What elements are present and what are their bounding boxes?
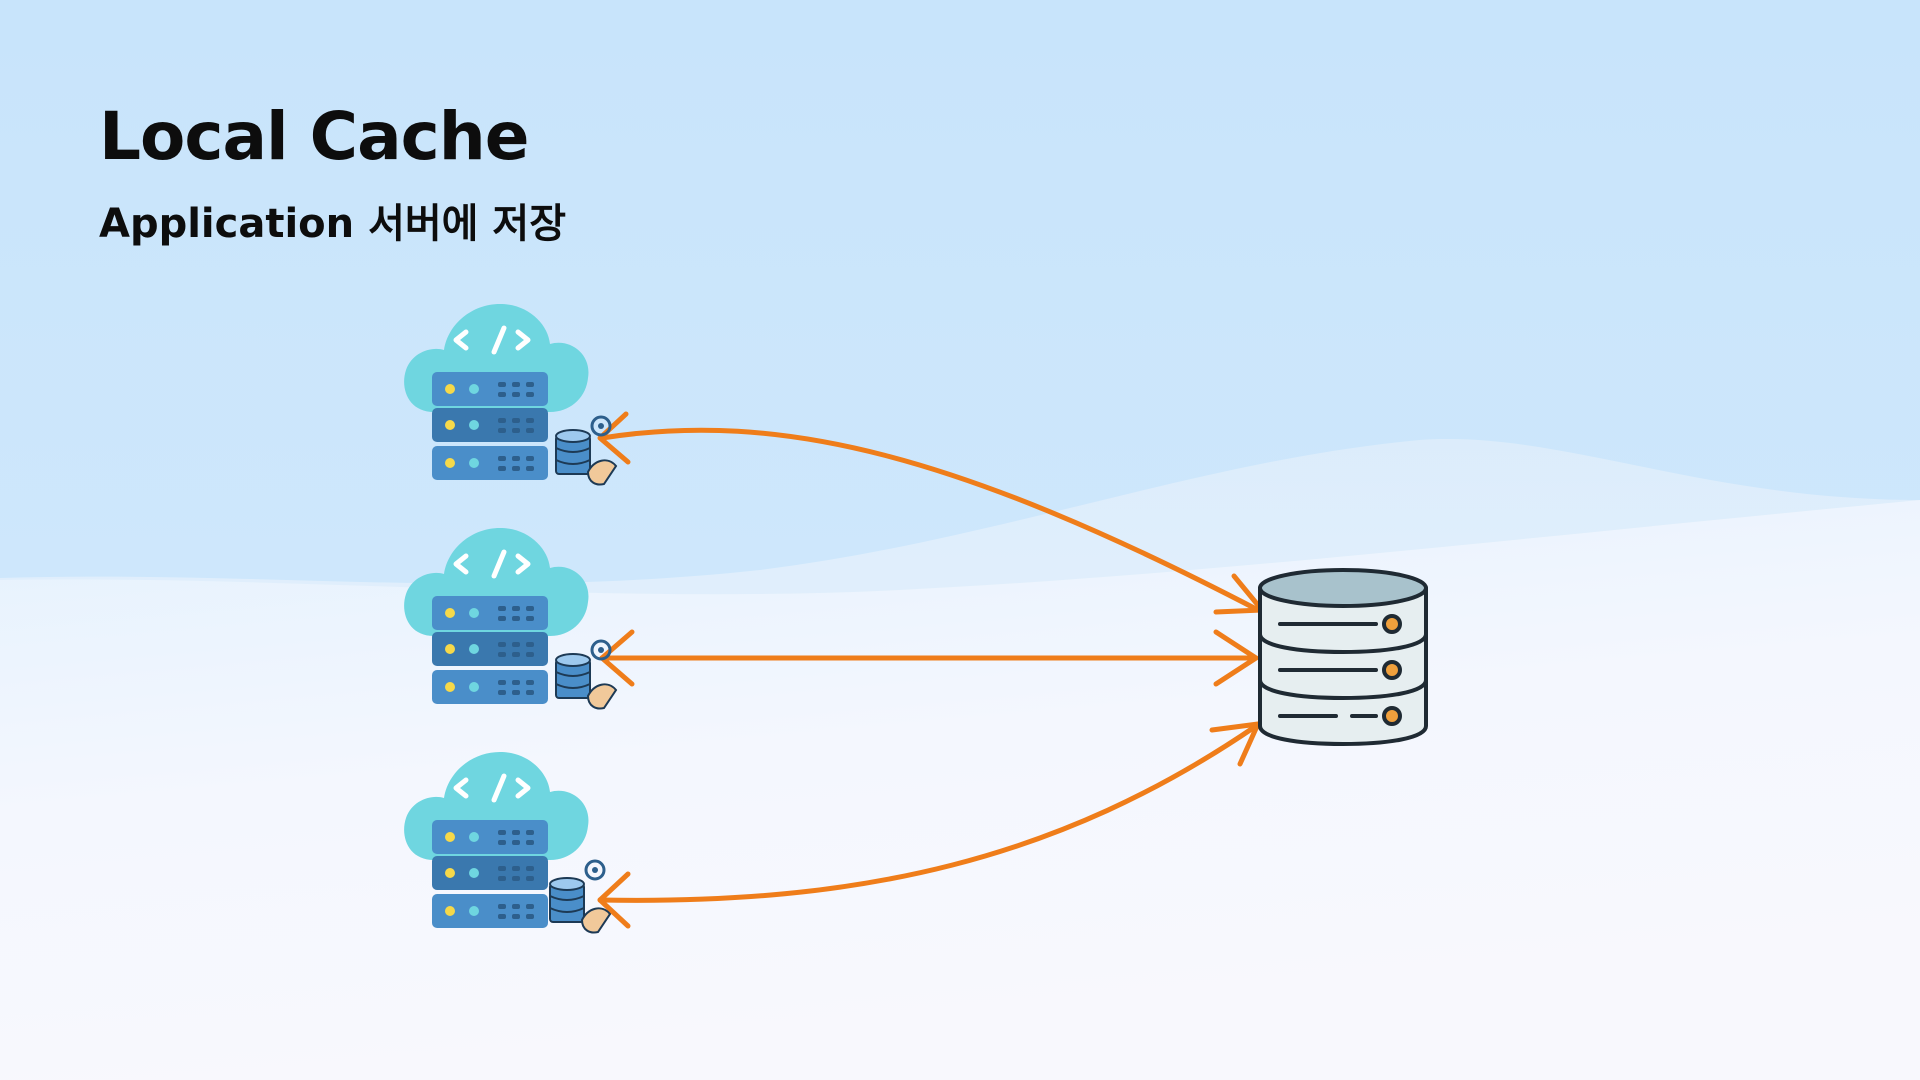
- app-server-3: [404, 752, 612, 934]
- app-server-1: [404, 304, 618, 486]
- cloud-server-icon: [404, 304, 589, 480]
- local-cache-icon: [555, 639, 618, 710]
- slide-title: Local Cache: [99, 98, 530, 175]
- connection-arrow-1: [597, 411, 1265, 615]
- local-cache-icon: [555, 415, 618, 486]
- connection-arrow-2: [599, 629, 1259, 687]
- slide-subtitle: Application 서버에 저장: [99, 201, 566, 247]
- cloud-server-icon: [404, 528, 589, 704]
- database-icon: [1258, 568, 1428, 746]
- local-cache-icon: [549, 859, 612, 934]
- database: [1258, 568, 1428, 746]
- cloud-server-icon: [404, 752, 589, 928]
- connection-arrow-3: [597, 721, 1261, 929]
- app-server-2: [404, 528, 618, 710]
